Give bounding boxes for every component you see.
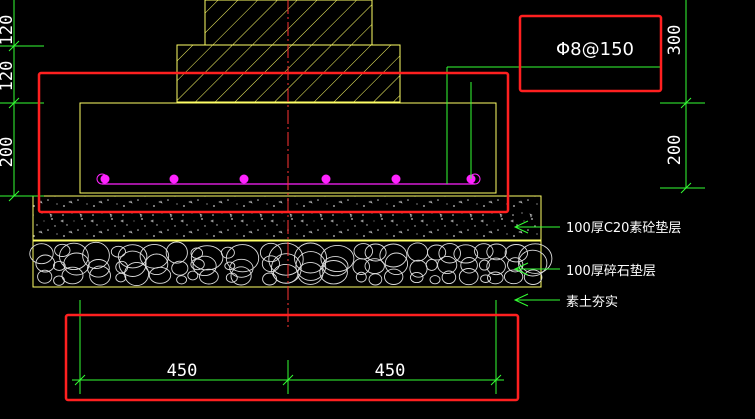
gravel-stone [409, 271, 424, 284]
rebar-dot [321, 174, 331, 184]
gravel-stone [486, 257, 506, 276]
layer-label-concrete: 100厚C20素砼垫层 [566, 220, 681, 236]
gravel-stone [176, 275, 188, 285]
left-dimension-chain [0, 0, 44, 202]
gravel-stone [518, 243, 553, 274]
gravel-stone [504, 244, 528, 263]
gravel-stone [52, 260, 66, 271]
gravel-stone [458, 268, 479, 286]
gravel-stone [187, 270, 199, 281]
gravel-stone [460, 257, 478, 274]
gravel-stone [261, 255, 280, 273]
gravel-stone [89, 265, 111, 286]
rebar-leader [446, 66, 662, 184]
gravel-stone [61, 266, 84, 285]
gravel-layer [29, 240, 553, 288]
gravel-stone [486, 243, 507, 261]
gravel-stone [262, 272, 278, 286]
gravel-stone [523, 269, 543, 285]
highlight-bottom-dims [64, 313, 520, 402]
gravel-stone [148, 266, 172, 284]
gravel-stone [29, 243, 54, 265]
gravel-stone [82, 241, 110, 269]
highlight-footing [37, 71, 510, 214]
right-dim-text-2: 200 [665, 135, 685, 166]
gravel-stone [229, 258, 254, 278]
gravel-stone [199, 268, 219, 285]
gravel-stone [478, 259, 490, 271]
gravel-stone [294, 242, 327, 274]
gravel-stone [429, 275, 441, 285]
gravel-stone [487, 271, 504, 285]
gravel-stone [118, 250, 147, 277]
gravel-stone [474, 243, 494, 260]
rebar-dot [239, 174, 249, 184]
gravel-stone [225, 244, 260, 273]
gravel-stone [518, 249, 548, 277]
gravel-stone [384, 252, 409, 276]
gravel-stone [192, 255, 217, 277]
gravel-stone [441, 270, 457, 285]
gravel-stone [54, 243, 71, 257]
gravel-stone [297, 261, 324, 285]
right-dimension-chain [660, 0, 705, 194]
gravel-stone [59, 242, 89, 271]
right-dim-text-1: 300 [665, 25, 685, 56]
rebar-dot [100, 174, 110, 184]
gravel-stone [322, 256, 349, 277]
concrete-cushion-layer [32, 195, 542, 241]
highlight-boxes [37, 14, 663, 402]
gravel-stone [364, 243, 387, 262]
highlight-rebar-spec [518, 14, 663, 93]
rebar-spec-text: Φ8@150 [556, 39, 634, 60]
gravel-stone [230, 266, 252, 286]
gravel-stone [320, 244, 355, 273]
rebar-dot [391, 174, 401, 184]
gravel-stone [115, 272, 127, 283]
gravel-stone [144, 253, 169, 276]
gravel-stone [480, 274, 492, 283]
gravel-stone [319, 260, 348, 285]
layer-label-soil: 素土夯实 [566, 295, 618, 310]
layer-label-gravel: 100厚碎石垫层 [566, 263, 656, 279]
gravel-stone [190, 258, 205, 271]
left-dim-text-3: 200 [0, 137, 17, 168]
gravel-stone [268, 242, 304, 276]
gravel-stone [37, 269, 53, 284]
gravel-stone [379, 243, 408, 268]
gravel-stone [259, 242, 282, 263]
gravel-stone [171, 260, 189, 276]
gravel-stone [124, 261, 150, 287]
gravel-stone [507, 257, 524, 273]
rebar-dot [169, 174, 179, 184]
bottom-dim-text-right: 450 [375, 361, 406, 381]
gravel-stone [453, 244, 479, 264]
gravel-stone [220, 246, 235, 259]
gravel-stone [368, 273, 383, 286]
gravel-stone [87, 259, 110, 278]
gravel-stone [190, 245, 224, 271]
gravel-stone [503, 269, 524, 285]
gravel-stone [384, 268, 404, 285]
gravel-stone [427, 244, 447, 261]
layer-leaders [513, 220, 560, 307]
gravel-stone [295, 251, 327, 281]
left-dim-text-2: 120 [0, 61, 17, 92]
gravel-stone [352, 258, 370, 275]
left-dim-text-1: 120 [0, 15, 17, 46]
gravel-stone [165, 241, 188, 264]
gravel-stone [437, 255, 458, 275]
gravel-stone [117, 244, 148, 269]
gravel-stone [355, 271, 367, 283]
gravel-stone [438, 243, 461, 264]
bottom-dim-text-left: 450 [167, 361, 198, 381]
